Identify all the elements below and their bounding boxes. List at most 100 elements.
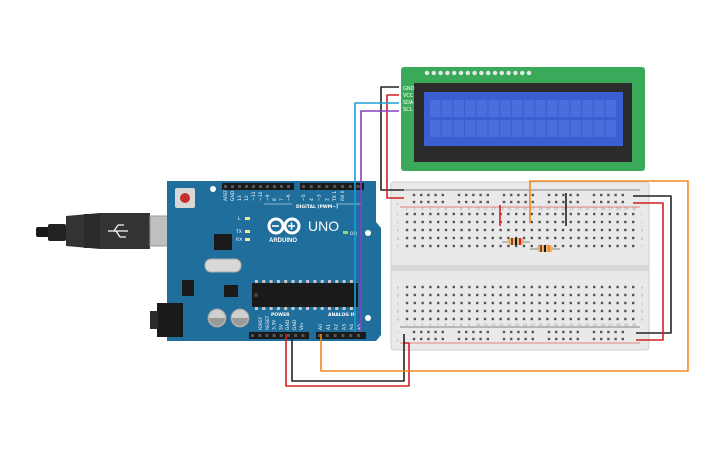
breadboard-hole[interactable] [429, 236, 432, 240]
breadboard-hole[interactable] [577, 301, 580, 305]
breadboard-hole[interactable] [507, 228, 510, 232]
breadboard-hole[interactable] [530, 309, 533, 313]
rail-hole[interactable] [441, 200, 444, 204]
breadboard-hole[interactable] [515, 309, 518, 313]
breadboard-hole[interactable] [405, 293, 409, 297]
header-socket[interactable] [279, 334, 283, 337]
breadboard-hole[interactable] [632, 212, 635, 216]
breadboard-hole[interactable] [421, 220, 424, 224]
rail-hole[interactable] [569, 200, 572, 204]
breadboard-hole[interactable] [577, 293, 580, 297]
breadboard-hole[interactable] [452, 220, 455, 224]
breadboard-hole[interactable] [593, 228, 596, 232]
breadboard-hole[interactable] [491, 244, 494, 248]
wire-rail-power-bridge[interactable] [633, 202, 664, 341]
breadboard-hole[interactable] [561, 244, 565, 248]
header-socket[interactable] [309, 185, 313, 188]
header-socket[interactable] [265, 334, 269, 337]
breadboard-hole[interactable] [624, 293, 627, 297]
breadboard-hole[interactable] [491, 309, 494, 313]
header-socket[interactable] [259, 185, 262, 188]
breadboard-hole[interactable] [522, 301, 526, 305]
breadboard-hole[interactable] [593, 317, 596, 321]
rail-hole[interactable] [457, 193, 461, 197]
breadboard-hole[interactable] [530, 301, 533, 305]
breadboard-hole[interactable] [444, 212, 448, 216]
breadboard-hole[interactable] [546, 212, 549, 216]
breadboard-hole[interactable] [405, 220, 409, 224]
rail-hole[interactable] [524, 200, 527, 204]
breadboard-hole[interactable] [515, 301, 518, 305]
rail-hole[interactable] [547, 193, 551, 197]
breadboard-hole[interactable] [413, 244, 416, 248]
breadboard-hole[interactable] [522, 244, 526, 248]
breadboard-hole[interactable] [476, 293, 479, 297]
breadboard-hole[interactable] [608, 236, 611, 240]
breadboard-hole[interactable] [468, 228, 471, 232]
breadboard-hole[interactable] [585, 228, 588, 232]
rail-hole[interactable] [457, 337, 461, 341]
breadboard-hole[interactable] [413, 317, 416, 321]
rail-hole[interactable] [569, 337, 572, 341]
breadboard-hole[interactable] [460, 285, 463, 289]
rail-hole[interactable] [621, 193, 624, 197]
header-socket[interactable] [302, 185, 305, 188]
breadboard-hole[interactable] [515, 212, 518, 216]
breadboard-hole[interactable] [444, 285, 448, 289]
breadboard-hole[interactable] [413, 293, 416, 297]
breadboard-hole[interactable] [476, 244, 479, 248]
breadboard-hole[interactable] [593, 301, 596, 305]
breadboard-hole[interactable] [452, 212, 455, 216]
breadboard-hole[interactable] [593, 309, 596, 313]
breadboard-hole[interactable] [608, 244, 611, 248]
breadboard-hole[interactable] [437, 228, 440, 232]
rail-hole[interactable] [576, 330, 579, 334]
breadboard-hole[interactable] [421, 309, 424, 313]
breadboard-hole[interactable] [522, 236, 526, 240]
breadboard-hole[interactable] [538, 293, 541, 297]
lcd-module[interactable]: GND VCC SDA SCL [401, 67, 645, 171]
breadboard-hole[interactable] [546, 228, 549, 232]
rail-hole[interactable] [592, 193, 596, 197]
breadboard-hole[interactable] [437, 244, 440, 248]
breadboard-hole[interactable] [624, 236, 627, 240]
breadboard-hole[interactable] [491, 293, 494, 297]
breadboard-hole[interactable] [499, 309, 502, 313]
breadboard-hole[interactable] [468, 244, 471, 248]
breadboard-hole[interactable] [522, 317, 526, 321]
breadboard-hole[interactable] [444, 293, 448, 297]
breadboard-hole[interactable] [593, 220, 596, 224]
breadboard-hole[interactable] [413, 301, 416, 305]
header-socket[interactable] [245, 185, 248, 188]
rail-hole[interactable] [472, 330, 475, 334]
rail-hole[interactable] [412, 337, 416, 341]
breadboard-hole[interactable] [429, 244, 432, 248]
breadboard-hole[interactable] [491, 212, 494, 216]
header-socket[interactable] [318, 334, 321, 337]
breadboard-hole[interactable] [608, 317, 611, 321]
breadboard-hole[interactable] [585, 309, 588, 313]
rail-hole[interactable] [517, 200, 520, 204]
breadboard-hole[interactable] [608, 212, 611, 216]
breadboard-hole[interactable] [546, 220, 549, 224]
rail-hole[interactable] [607, 200, 610, 204]
breadboard-hole[interactable] [522, 228, 526, 232]
header-socket[interactable] [356, 185, 360, 188]
breadboard-hole[interactable] [429, 212, 432, 216]
breadboard-hole[interactable] [507, 285, 510, 289]
breadboard-hole[interactable] [561, 236, 565, 240]
breadboard-hole[interactable] [577, 309, 580, 313]
rail-hole[interactable] [427, 200, 430, 204]
breadboard-hole[interactable] [530, 317, 533, 321]
breadboard-hole[interactable] [608, 309, 611, 313]
breadboard-hole[interactable] [483, 317, 487, 321]
rail-hole[interactable] [420, 193, 423, 197]
rail-hole[interactable] [412, 193, 416, 197]
breadboard-hole[interactable] [632, 293, 635, 297]
breadboard-hole[interactable] [491, 228, 494, 232]
breadboard-hole[interactable] [476, 220, 479, 224]
breadboard-hole[interactable] [483, 301, 487, 305]
rail-hole[interactable] [510, 337, 513, 341]
breadboard-hole[interactable] [429, 301, 432, 305]
rail-hole[interactable] [600, 193, 603, 197]
